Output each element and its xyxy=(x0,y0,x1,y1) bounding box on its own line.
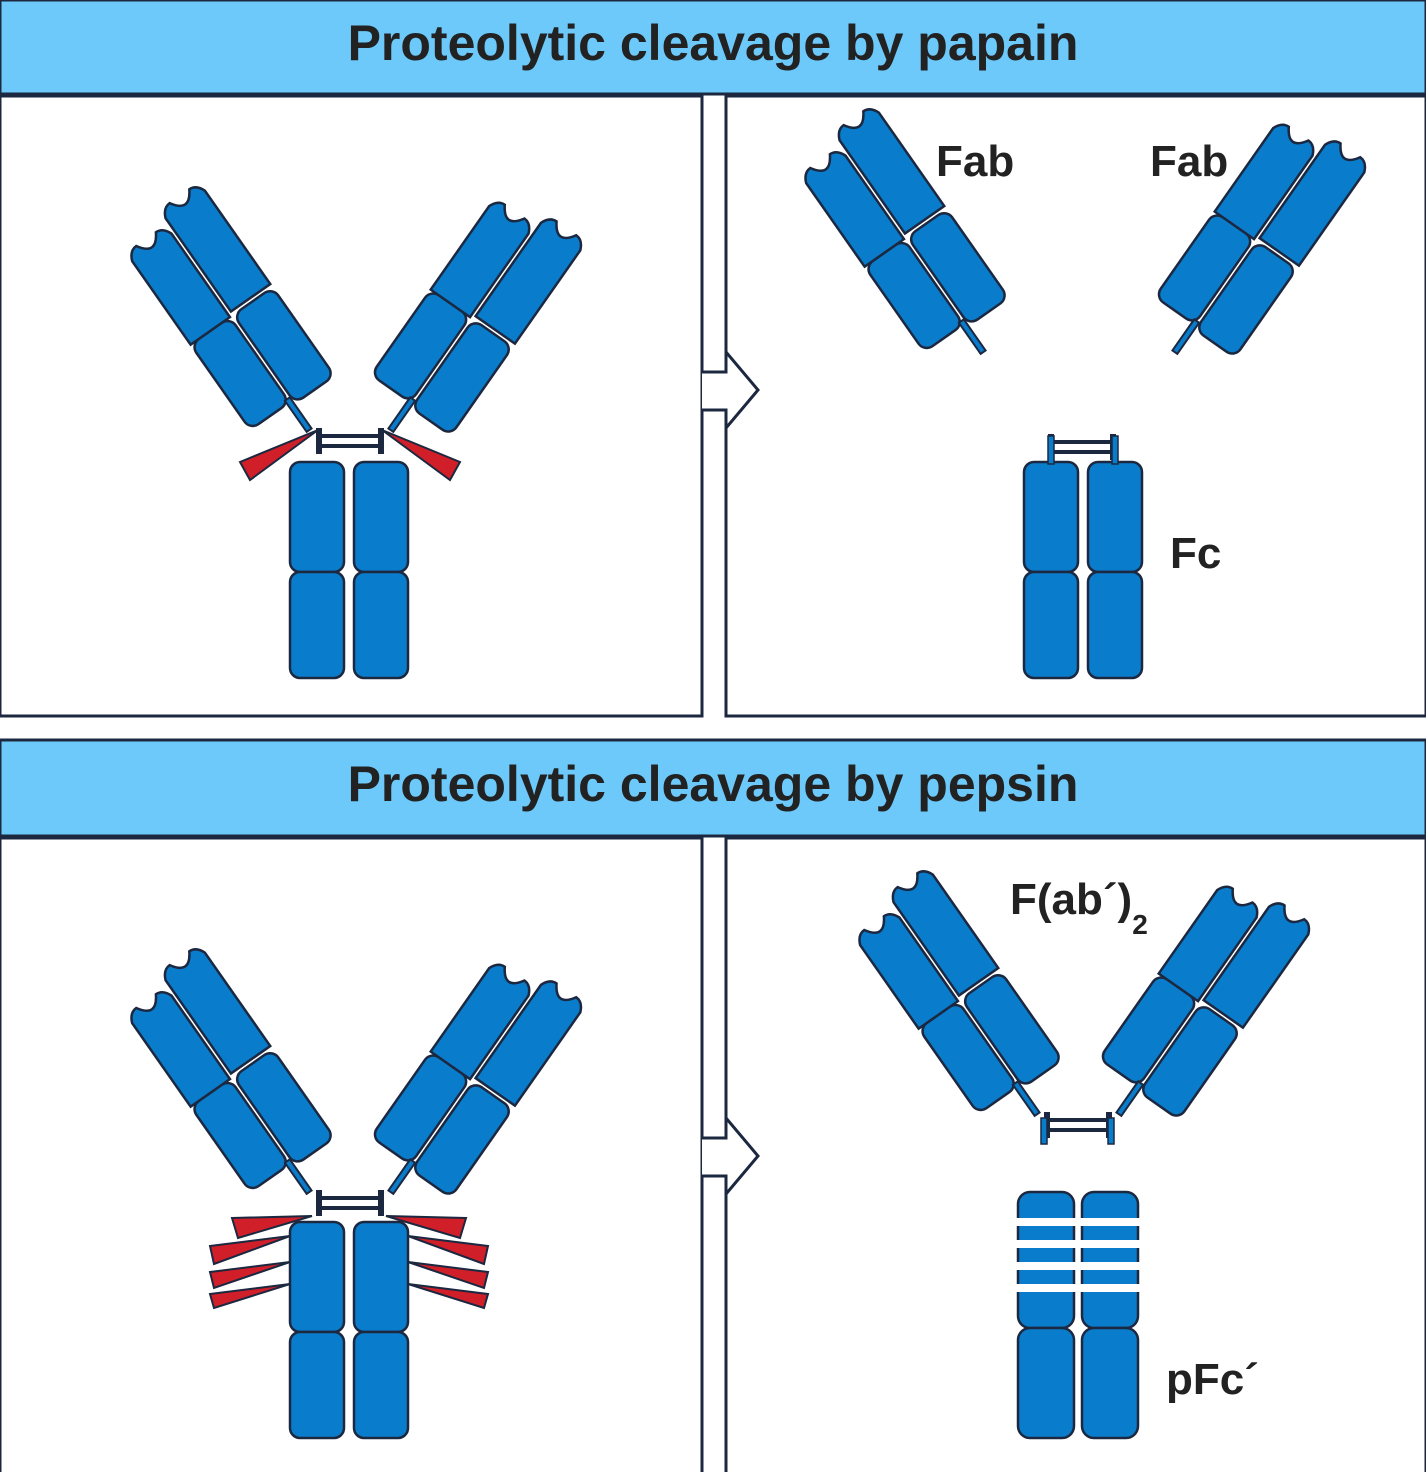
papain-banner xyxy=(0,0,1426,96)
pepsin-cleavage-site xyxy=(407,1261,490,1290)
papain-left-panel xyxy=(0,94,704,718)
pepsin-banner xyxy=(0,738,1426,838)
pepsin-fab2-fragment xyxy=(843,865,1316,1146)
papain-fc-label: Fc xyxy=(1170,529,1221,578)
pepsin-pfc-fragment xyxy=(1016,1190,1140,1440)
pepsin-intact-antibody xyxy=(115,943,588,1440)
papain-cleavage-site-left xyxy=(238,429,319,482)
pepsin-cleavage-site xyxy=(208,1261,291,1290)
pepsin-banner-title: Proteolytic cleavage by pepsin xyxy=(348,756,1079,812)
pepsin-reaction-arrow xyxy=(700,838,760,1472)
pepsin-left-panel xyxy=(0,836,704,1472)
pepsin-cleavage-site xyxy=(208,1283,291,1310)
pepsin-cleavage-site xyxy=(407,1235,490,1266)
papain-fab-label-left: Fab xyxy=(936,137,1014,186)
pepsin-right-panel xyxy=(724,836,1426,1472)
pepsin-cleavage-site xyxy=(230,1215,313,1240)
pepsin-fab2-label: F(ab´)2 xyxy=(1010,875,1148,940)
papain-fc-fragment xyxy=(1022,434,1144,680)
pepsin-cleavage-site xyxy=(407,1283,490,1310)
papain-cleavage-site-right xyxy=(381,429,462,482)
pepsin-cleavage-site xyxy=(385,1215,468,1240)
pepsin-cleavage-site xyxy=(208,1235,291,1266)
papain-reaction-arrow xyxy=(700,96,760,716)
papain-banner-title: Proteolytic cleavage by papain xyxy=(348,15,1079,71)
papain-fab-label-right: Fab xyxy=(1150,137,1228,186)
pepsin-pfc-label: pFc´ xyxy=(1166,1355,1259,1404)
papain-intact-antibody xyxy=(115,181,588,680)
